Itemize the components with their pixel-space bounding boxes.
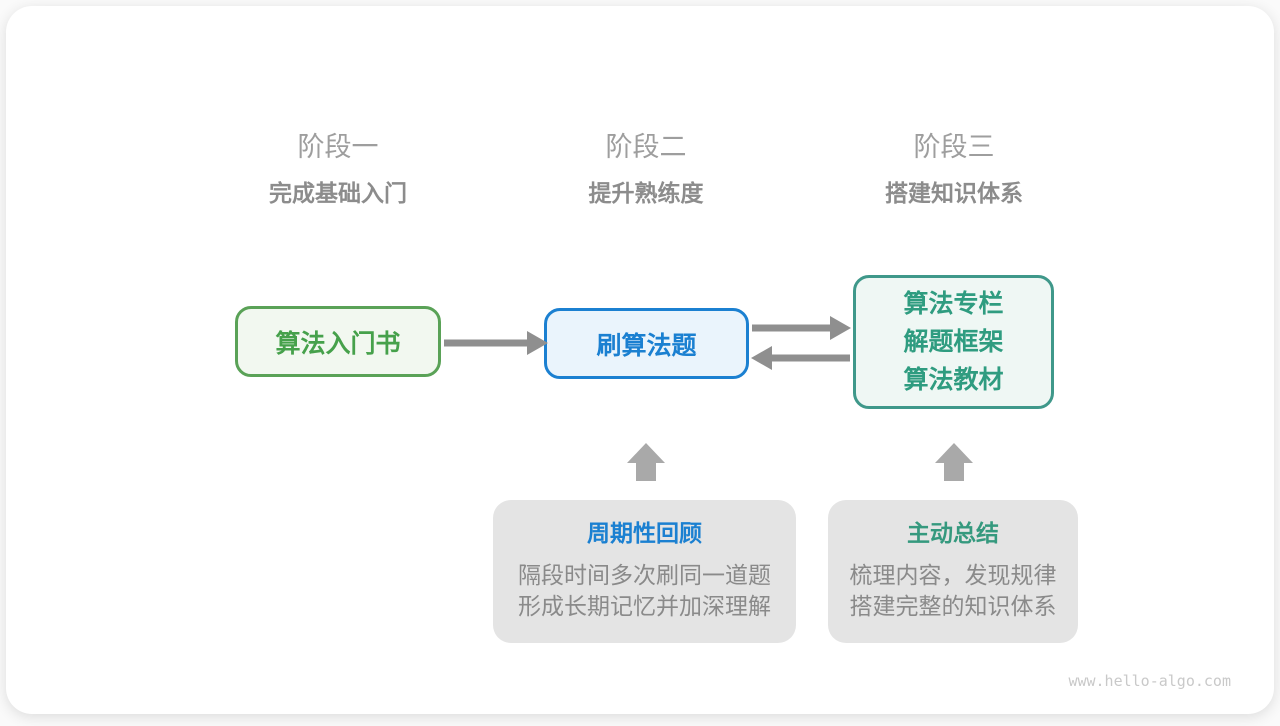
node-practice-label: 刷算法题 xyxy=(596,331,697,360)
callout-active-summary-body: 梳理内容，发现规律 搭建完整的知识体系 xyxy=(828,560,1078,622)
stage-1-subtitle: 完成基础入门 xyxy=(269,180,407,206)
callout-active-summary-line-2: 搭建完整的知识体系 xyxy=(849,593,1057,619)
callout-periodic-review-body: 隔段时间多次刷同一道题 形成长期记忆并加深理解 xyxy=(493,560,796,622)
arrow-left-resources-to-practice xyxy=(751,346,850,370)
stage-2-header: 阶段二 提升熟练度 xyxy=(506,132,786,206)
node-intro-book-label: 算法入门书 xyxy=(275,329,401,358)
stage-2-label: 阶段二 xyxy=(605,132,687,162)
stage-1-label: 阶段一 xyxy=(297,132,379,162)
callout-periodic-review-line-1: 隔段时间多次刷同一道题 xyxy=(518,562,771,588)
diagram-card: 阶段一 完成基础入门 阶段二 提升熟练度 阶段三 搭建知识体系 算法入门书 刷算… xyxy=(6,6,1274,714)
callout-periodic-review-line-2: 形成长期记忆并加深理解 xyxy=(518,593,771,619)
callout-active-summary-title: 主动总结 xyxy=(907,520,999,546)
stage-1-header: 阶段一 完成基础入门 xyxy=(198,132,478,206)
stage-3-label: 阶段三 xyxy=(913,132,995,162)
stage-3-subtitle: 搭建知识体系 xyxy=(885,180,1023,206)
node-resources: 算法专栏 解题框架 算法教材 xyxy=(853,275,1054,409)
arrow-right-practice-to-resources xyxy=(752,316,851,340)
callout-periodic-review: 周期性回顾 隔段时间多次刷同一道题 形成长期记忆并加深理解 xyxy=(493,500,796,643)
stage-2-subtitle: 提升熟练度 xyxy=(588,180,704,206)
watermark: www.hello-algo.com xyxy=(1068,672,1231,690)
callout-active-summary-line-1: 梳理内容，发现规律 xyxy=(849,562,1057,588)
node-intro-book: 算法入门书 xyxy=(235,306,441,377)
node-resources-line-3: 算法教材 xyxy=(903,366,1004,394)
node-resources-line-1: 算法专栏 xyxy=(903,290,1004,318)
stage-3-header: 阶段三 搭建知识体系 xyxy=(814,132,1094,206)
callout-active-summary: 主动总结 梳理内容，发现规律 搭建完整的知识体系 xyxy=(828,500,1078,643)
callout-periodic-review-title: 周期性回顾 xyxy=(587,520,702,546)
block-up-arrow-summary xyxy=(935,443,973,481)
node-practice: 刷算法题 xyxy=(544,308,749,379)
block-up-arrow-review xyxy=(627,443,665,481)
node-resources-line-2: 解题框架 xyxy=(903,328,1004,356)
arrow-right-intro-to-practice xyxy=(444,331,548,355)
